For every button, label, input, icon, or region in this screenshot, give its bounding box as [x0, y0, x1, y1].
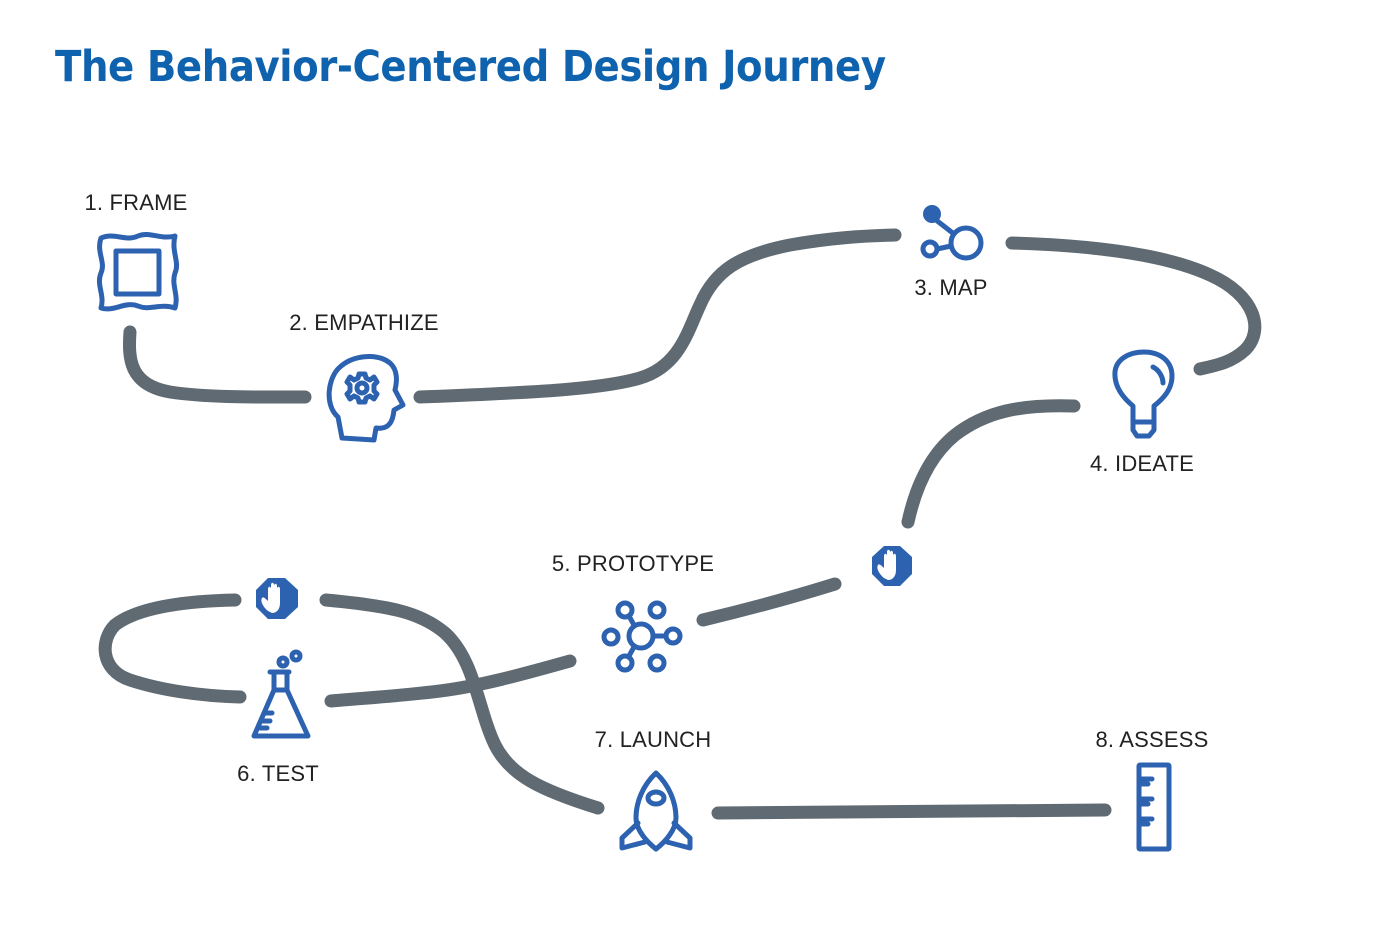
- step-label-empathize: 2. EMPATHIZE: [289, 310, 439, 335]
- step-label-assess: 8. ASSESS: [1095, 727, 1209, 752]
- node-map-icon: [920, 205, 984, 261]
- flask-icon: [251, 649, 311, 739]
- lightbulb-icon: [1112, 349, 1175, 439]
- path-segment-stop-prototype: [696, 577, 842, 627]
- path-segment-map-ideate: [1005, 236, 1262, 376]
- path-segment-test-loop: [98, 593, 247, 704]
- rocket-icon: [619, 770, 693, 852]
- molecule-network-icon: [601, 600, 683, 673]
- path-segment-stop-launch: [319, 593, 605, 815]
- step-label-map: 3. MAP: [914, 275, 988, 300]
- path-segment-ideate-stop: [901, 399, 1081, 529]
- ruler-icon: [1136, 762, 1172, 852]
- path-segment-empathize-map: [413, 228, 902, 404]
- step-label-prototype: 5. PROTOTYPE: [551, 551, 715, 576]
- path-segment-launch-assess: [711, 803, 1112, 820]
- step-label-ideate: 4. IDEATE: [1089, 451, 1195, 476]
- path-segment-frame-empathize: [123, 325, 312, 404]
- step-label-test: 6. TEST: [237, 761, 319, 786]
- stop-hand-icon: [256, 578, 298, 619]
- page-title: The Behavior-Centered Design Journey: [55, 42, 886, 92]
- step-label-launch: 7. LAUNCH: [594, 727, 712, 752]
- path-segment-prototype-test: [324, 654, 577, 708]
- picture-frame-icon: [96, 231, 180, 312]
- head-gear-icon: [326, 354, 406, 443]
- journey-path: [98, 228, 1262, 820]
- step-label-frame: 1. FRAME: [84, 190, 188, 215]
- stop-hand-icon: [872, 546, 912, 586]
